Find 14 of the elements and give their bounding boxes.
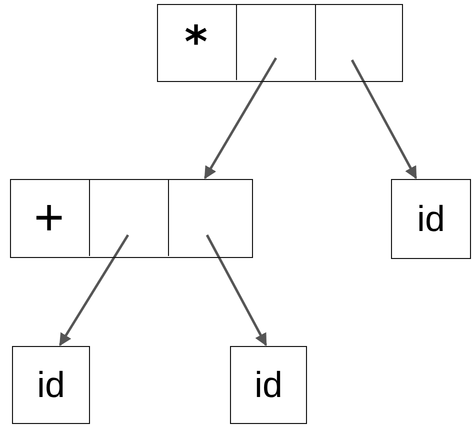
cell-box	[391, 178, 471, 258]
arrow	[350, 59, 418, 180]
arrow	[58, 234, 130, 346]
operator-symbol: *	[184, 16, 208, 68]
operator-symbol: +	[34, 188, 64, 248]
arrow	[206, 234, 268, 346]
node-label: id	[416, 198, 446, 240]
arrow	[204, 57, 278, 180]
node-label: id	[36, 364, 66, 406]
record-box	[10, 178, 253, 258]
cell-box	[230, 346, 307, 424]
node-label: id	[254, 364, 283, 406]
record-box	[157, 4, 403, 82]
cell-box	[12, 346, 90, 424]
